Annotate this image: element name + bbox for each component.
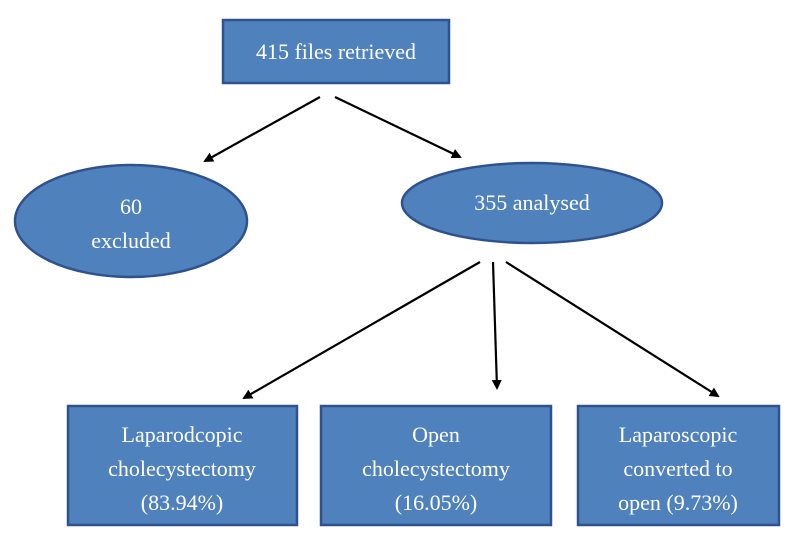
arrow-retrieved-to-analysed bbox=[334, 96, 462, 159]
node-files-retrieved-label: 415 files retrieved bbox=[256, 39, 416, 64]
node-laparoscopic-line-3: (83.94%) bbox=[141, 490, 223, 515]
arrow-analysed-to-laparoscopic bbox=[242, 261, 481, 399]
node-open-line-2: cholecystectomy bbox=[362, 456, 510, 481]
node-excluded-label: excluded bbox=[91, 228, 170, 253]
arrow-analysed-to-open bbox=[491, 261, 502, 390]
node-converted-line-2: converted to bbox=[623, 456, 732, 481]
node-open-line-3: (16.05%) bbox=[395, 490, 477, 515]
node-converted-line-3: open (9.73%) bbox=[618, 490, 738, 515]
arrow-retrieved-to-excluded bbox=[203, 96, 321, 162]
node-open-cholecystectomy: Open cholecystectomy (16.05%) bbox=[319, 404, 553, 527]
node-excluded: 60 excluded bbox=[13, 163, 249, 279]
node-files-retrieved: 415 files retrieved bbox=[221, 18, 451, 85]
node-open-line-1: Open bbox=[412, 422, 460, 447]
node-analysed-label: 355 analysed bbox=[474, 190, 589, 215]
arrow-analysed-to-converted bbox=[505, 261, 720, 398]
node-converted-line-1: Laparoscopic bbox=[619, 422, 738, 447]
node-analysed: 355 analysed bbox=[400, 161, 664, 245]
node-laparoscopic-converted: Laparoscopic converted to open (9.73%) bbox=[576, 404, 781, 527]
node-excluded-count: 60 bbox=[120, 194, 142, 219]
node-laparoscopic-line-1: Laparodcopic bbox=[122, 422, 243, 447]
node-laparoscopic-cholecystectomy: Laparodcopic cholecystectomy (83.94%) bbox=[66, 404, 299, 527]
node-laparoscopic-line-2: cholecystectomy bbox=[108, 456, 256, 481]
